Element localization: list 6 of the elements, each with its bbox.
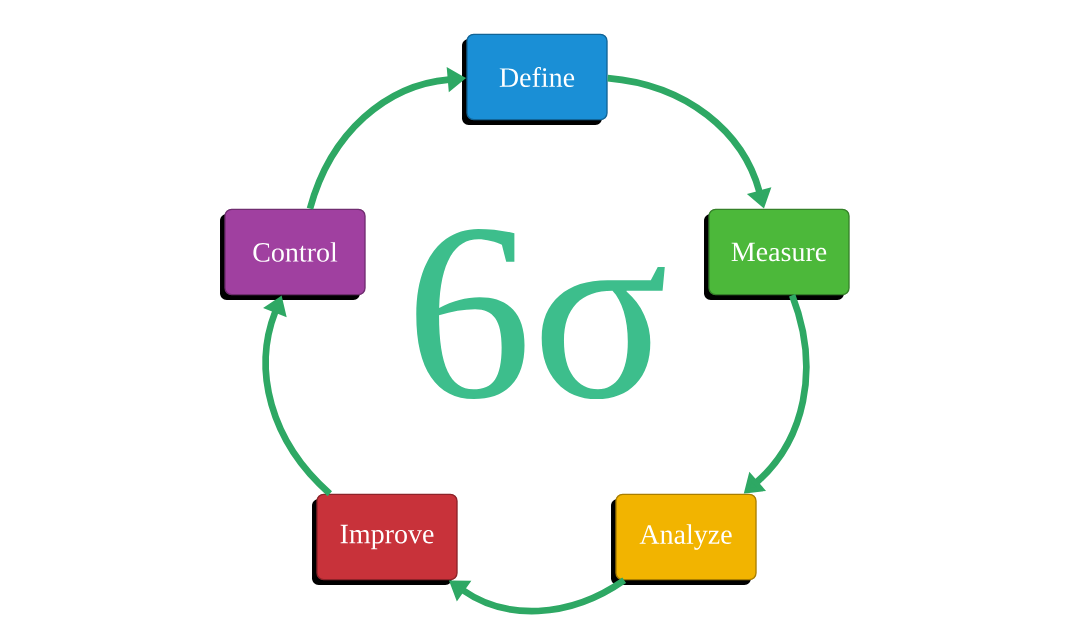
- six-sigma-symbol: 6σ: [416, 228, 665, 400]
- process-box: Control: [220, 208, 366, 300]
- process-box: Improve: [312, 493, 458, 585]
- process-box: Analyze: [611, 493, 757, 585]
- process-box: Measure: [704, 208, 850, 300]
- process-box: Define: [462, 33, 608, 125]
